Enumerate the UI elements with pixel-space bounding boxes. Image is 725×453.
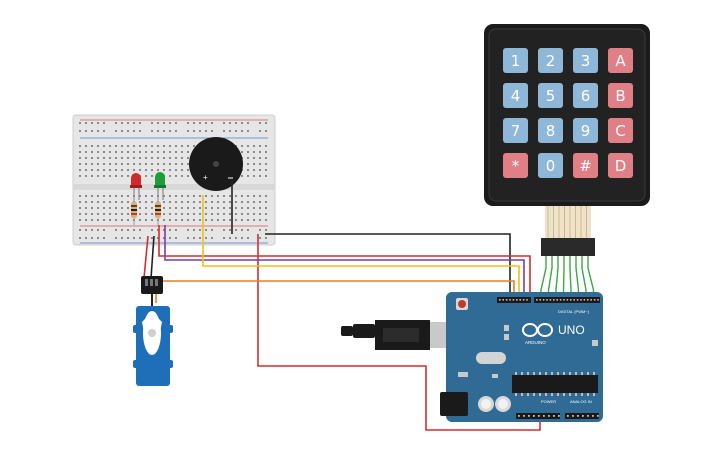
board-model: UNO xyxy=(558,323,585,337)
keypad-key-1[interactable]: 1 xyxy=(503,48,528,73)
ic-pins xyxy=(515,372,595,396)
keypad-key-label: 1 xyxy=(511,52,521,70)
keypad-key-label: 8 xyxy=(546,122,556,140)
wire-red-led[interactable] xyxy=(158,225,531,298)
arduino-logo xyxy=(522,323,553,337)
keypad-key-label: A xyxy=(615,52,626,70)
breadboard-holes xyxy=(79,122,267,239)
keypad-key-B[interactable]: B xyxy=(608,83,633,108)
power-label: POWER xyxy=(541,399,556,404)
wire-buzzer-yellow[interactable] xyxy=(202,195,520,298)
keypad-key-label: 6 xyxy=(581,87,591,105)
wire-gnd-black[interactable] xyxy=(265,233,511,298)
keypad-key-label: # xyxy=(579,157,592,175)
board-brand: ARDUINO xyxy=(525,340,546,345)
keypad-key-5[interactable]: 5 xyxy=(538,83,563,108)
keypad-key-label: 9 xyxy=(581,122,591,140)
atmega-chip xyxy=(512,375,598,393)
keypad-key-label: 3 xyxy=(581,52,591,70)
keypad-key-C[interactable]: C xyxy=(608,118,633,143)
wire-servo-red[interactable] xyxy=(143,235,149,279)
keypad-keys: 1 2 3 A 4 5 6 B 7 8 9 C * 0 # D xyxy=(503,48,633,178)
keypad-key-label: D xyxy=(615,157,627,175)
servo-motor[interactable] xyxy=(133,276,173,386)
usb-cable xyxy=(341,320,462,350)
keypad-wires xyxy=(540,256,595,298)
analog-label: ANALOG IN xyxy=(570,399,592,404)
power-jack xyxy=(440,392,468,416)
keypad-key-label: 7 xyxy=(511,122,521,140)
buzzer-plus-icon: + xyxy=(203,173,208,182)
power-analog-header xyxy=(518,415,599,417)
keypad-key-label: * xyxy=(512,157,520,175)
keypad-ribbon xyxy=(547,206,587,238)
keypad-key-A[interactable]: A xyxy=(608,48,633,73)
keypad-key-0[interactable]: 0 xyxy=(538,153,563,178)
keypad-key-label: 4 xyxy=(511,87,521,105)
keypad-key-6[interactable]: 6 xyxy=(573,83,598,108)
keypad-key-3[interactable]: 3 xyxy=(573,48,598,73)
keypad-key-*[interactable]: * xyxy=(503,153,528,178)
keypad-key-D[interactable]: D xyxy=(608,153,633,178)
wire-servo-black[interactable] xyxy=(150,235,155,279)
keypad-key-label: 2 xyxy=(546,52,556,70)
reset-button[interactable] xyxy=(458,300,466,308)
keypad-key-4[interactable]: 4 xyxy=(503,83,528,108)
keypad-key-label: 0 xyxy=(546,157,556,175)
digital-label: DIGITAL (PWM~) xyxy=(558,309,590,314)
arduino-uno-board[interactable]: UNO ARDUINO DIGITAL (PWM~) POWER ANALOG … xyxy=(440,292,603,422)
keypad-key-9[interactable]: 9 xyxy=(573,118,598,143)
keypad-key-8[interactable]: 8 xyxy=(538,118,563,143)
keypad-key-#[interactable]: # xyxy=(573,153,598,178)
keypad-key-label: C xyxy=(615,122,625,140)
resistor-2[interactable] xyxy=(155,196,161,225)
keypad-4x4[interactable]: 1 2 3 A 4 5 6 B 7 8 9 C * 0 # D xyxy=(484,24,650,256)
resistor-1[interactable] xyxy=(131,196,137,225)
keypad-key-label: 5 xyxy=(546,87,556,105)
keypad-key-2[interactable]: 2 xyxy=(538,48,563,73)
piezo-buzzer[interactable]: + xyxy=(189,137,243,191)
keypad-key-label: B xyxy=(615,87,625,105)
wire-purple[interactable] xyxy=(164,225,525,298)
keypad-key-7[interactable]: 7 xyxy=(503,118,528,143)
breadboard[interactable] xyxy=(72,114,276,246)
wire-5v-red[interactable] xyxy=(257,234,541,431)
keypad-header-connector xyxy=(541,238,595,256)
digital-pin-header xyxy=(499,299,599,301)
